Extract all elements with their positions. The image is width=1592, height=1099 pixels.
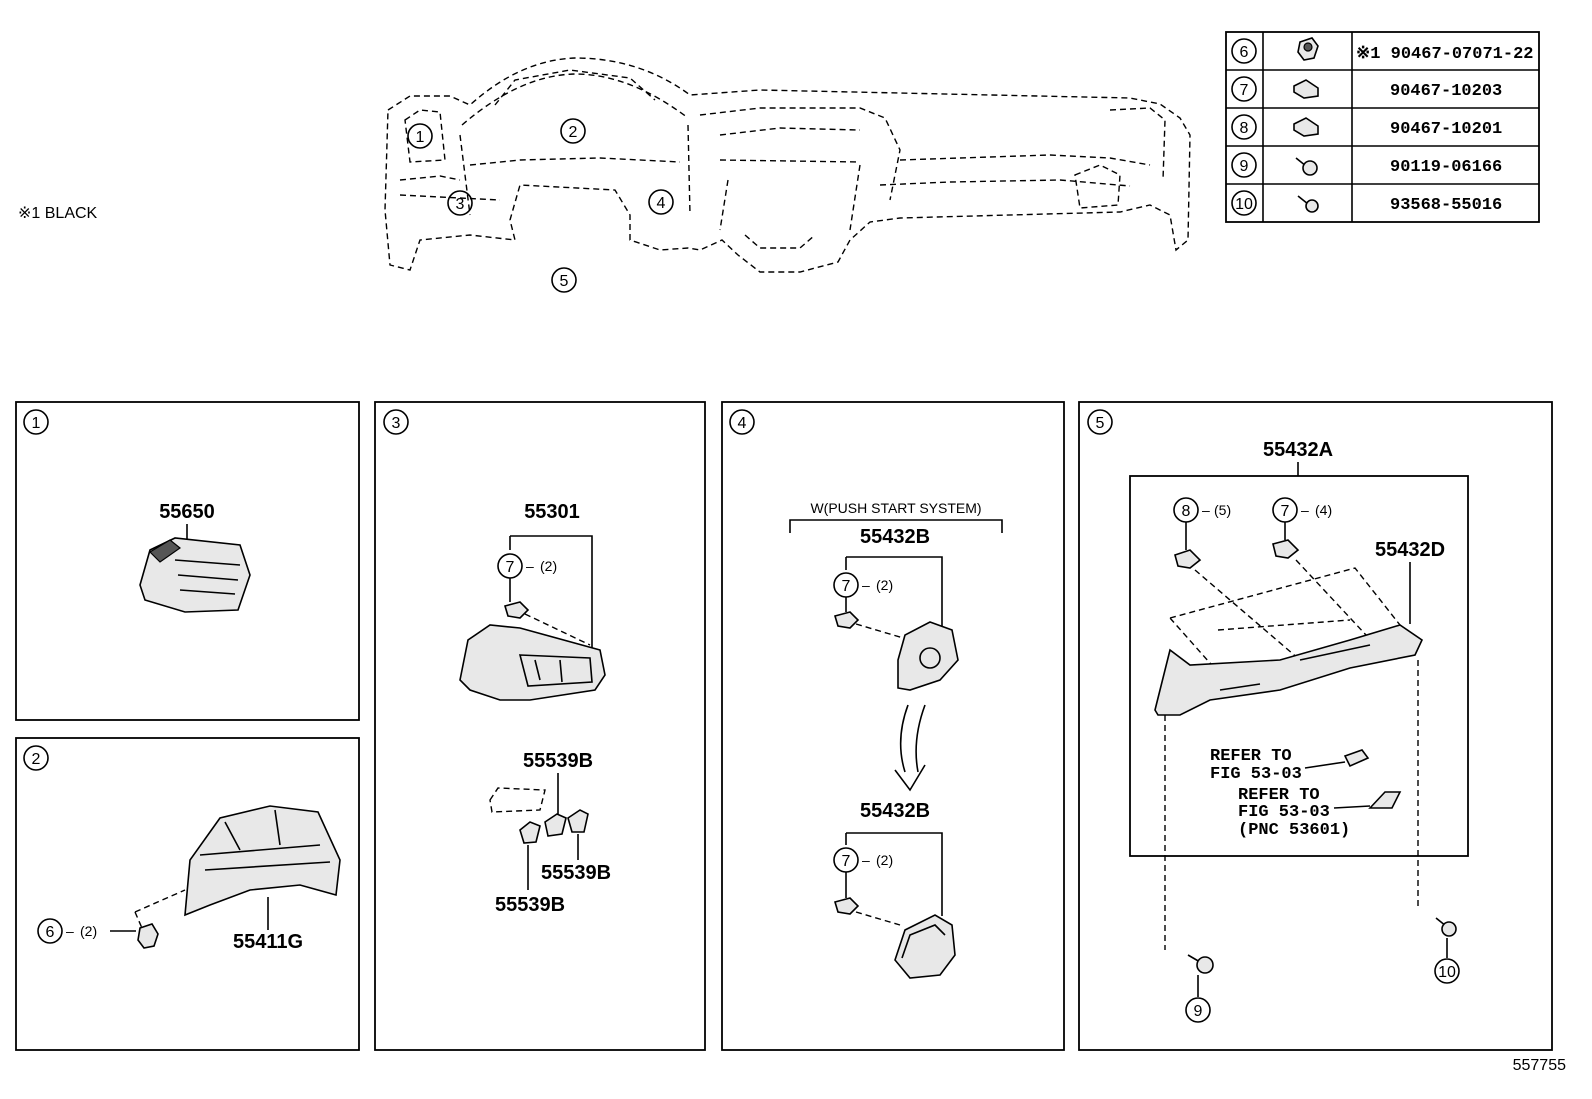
main-callouts: 1 2 3 4 5: [407, 118, 674, 293]
meter-hood-part: [184, 805, 341, 917]
black-note: ※1 BLACK: [18, 205, 98, 222]
vent-part: [139, 537, 251, 613]
part-label: 55432D: [1375, 539, 1445, 561]
clip-icon: [833, 611, 860, 629]
qty-label: (2): [540, 558, 557, 574]
clip-icon: [1293, 117, 1319, 137]
screw-icon: [1435, 917, 1457, 937]
panel-4: 4 W(PUSH START SYSTEM) 55432B 7 – (2) 55…: [721, 401, 1065, 1051]
svg-text:7: 7: [1240, 82, 1249, 99]
svg-text:REFER TO: REFER TO: [1238, 786, 1320, 805]
svg-text:5: 5: [1096, 415, 1105, 432]
part-number: 90467-10201: [1390, 120, 1502, 139]
table-row: 6 ※1 90467-07071-22: [1231, 37, 1533, 64]
clip-icon: [137, 923, 159, 949]
svg-text:6: 6: [1240, 44, 1249, 61]
svg-text:6: 6: [46, 924, 55, 941]
svg-text:–: –: [862, 577, 870, 593]
clip-icon: [1272, 539, 1300, 559]
svg-text:4: 4: [657, 195, 666, 212]
qty-label: (2): [80, 923, 97, 939]
bolt-icon: [1187, 954, 1214, 974]
switch-cover-part: [519, 809, 589, 844]
qty-label: (4): [1315, 502, 1332, 518]
svg-text:FIG 53-03: FIG 53-03: [1210, 765, 1302, 784]
table-row: 9 90119-06166: [1231, 152, 1502, 178]
part-label: 55539B: [541, 862, 611, 884]
part-label: 55432B: [860, 800, 930, 822]
qty-label: –: [66, 923, 74, 939]
panel-5: 5 55432A 8 – (5) 7 – (4) 55432D REFER TO…: [1078, 401, 1553, 1051]
part-number: 93568-55016: [1390, 196, 1502, 215]
diagram-number: 557755: [1513, 1057, 1566, 1074]
svg-text:–: –: [526, 558, 534, 574]
switch-bezel-part: [897, 621, 959, 691]
arrow-icon: [894, 704, 926, 792]
panel-1: 1 55650: [15, 401, 360, 721]
part-label: 55650: [159, 501, 215, 523]
svg-text:–: –: [1301, 502, 1309, 518]
svg-text:FIG 53-03: FIG 53-03: [1238, 803, 1330, 822]
svg-text:8: 8: [1182, 503, 1191, 520]
part-label: 55432B: [860, 526, 930, 548]
svg-text:7: 7: [506, 559, 515, 576]
svg-text:2: 2: [569, 124, 578, 141]
pad-icon: [1368, 791, 1402, 809]
svg-text:(PNC 53601): (PNC 53601): [1238, 821, 1350, 840]
bolt-icon: [1295, 157, 1318, 176]
svg-text:9: 9: [1194, 1003, 1203, 1020]
fastener-table: 6 ※1 90467-07071-22 7 90467-10203 8 9046…: [1225, 31, 1540, 223]
cover-part: [1154, 624, 1424, 716]
refer-note-2: REFER TO FIG 53-03 (PNC 53601): [1238, 786, 1350, 840]
svg-text:1: 1: [32, 415, 41, 432]
part-number: 90467-10203: [1390, 82, 1502, 101]
qty-label: (2): [876, 852, 893, 868]
part-label: 55411G: [233, 931, 303, 953]
svg-text:5: 5: [560, 273, 569, 290]
svg-text:9: 9: [1240, 158, 1249, 175]
part-number: 90119-06166: [1390, 158, 1502, 177]
part-label: 55539B: [523, 750, 593, 772]
svg-text:–: –: [862, 852, 870, 868]
clip-icon: [1293, 79, 1319, 99]
condition-label: W(PUSH START SYSTEM): [810, 500, 981, 516]
svg-text:10: 10: [1438, 964, 1456, 981]
table-row: 8 90467-10201: [1231, 114, 1502, 140]
svg-text:3: 3: [392, 415, 401, 432]
svg-text:3: 3: [456, 196, 465, 213]
svg-text:7: 7: [842, 853, 851, 870]
clip-icon: [833, 897, 860, 915]
svg-text:1: 1: [416, 129, 425, 146]
panel-2: 2 55411G 6 – (2): [15, 737, 360, 1051]
table-row: 7 90467-10203: [1231, 76, 1502, 102]
qty-label: (5): [1214, 502, 1231, 518]
clip-icon: [1297, 37, 1319, 61]
panel-3: 3 55301 7 – (2) 55539B 55539B 55539B: [374, 401, 706, 1051]
part-label: 55432A: [1263, 439, 1333, 461]
dashboard-overview: [384, 57, 1191, 273]
switch-bezel-part: [894, 914, 956, 979]
connector-icon: [1343, 749, 1370, 768]
svg-text:2: 2: [32, 751, 41, 768]
panel-part: [459, 624, 606, 701]
part-label: 55539B: [495, 894, 565, 916]
clip-icon: [503, 601, 530, 619]
svg-text:7: 7: [842, 578, 851, 595]
svg-text:10: 10: [1235, 196, 1253, 213]
clip-icon: [1174, 549, 1202, 569]
svg-text:–: –: [1202, 502, 1210, 518]
svg-text:8: 8: [1240, 120, 1249, 137]
part-number: ※1 90467-07071-22: [1356, 45, 1533, 64]
qty-label: (2): [876, 577, 893, 593]
switch-hole-outline: [489, 787, 546, 813]
table-row: 10 93568-55016: [1231, 190, 1502, 216]
screw-icon: [1297, 195, 1319, 213]
part-label: 55301: [524, 501, 580, 523]
refer-note-1: REFER TO FIG 53-03: [1210, 747, 1302, 784]
svg-text:7: 7: [1281, 503, 1290, 520]
svg-text:4: 4: [738, 415, 747, 432]
svg-text:REFER TO: REFER TO: [1210, 747, 1292, 766]
